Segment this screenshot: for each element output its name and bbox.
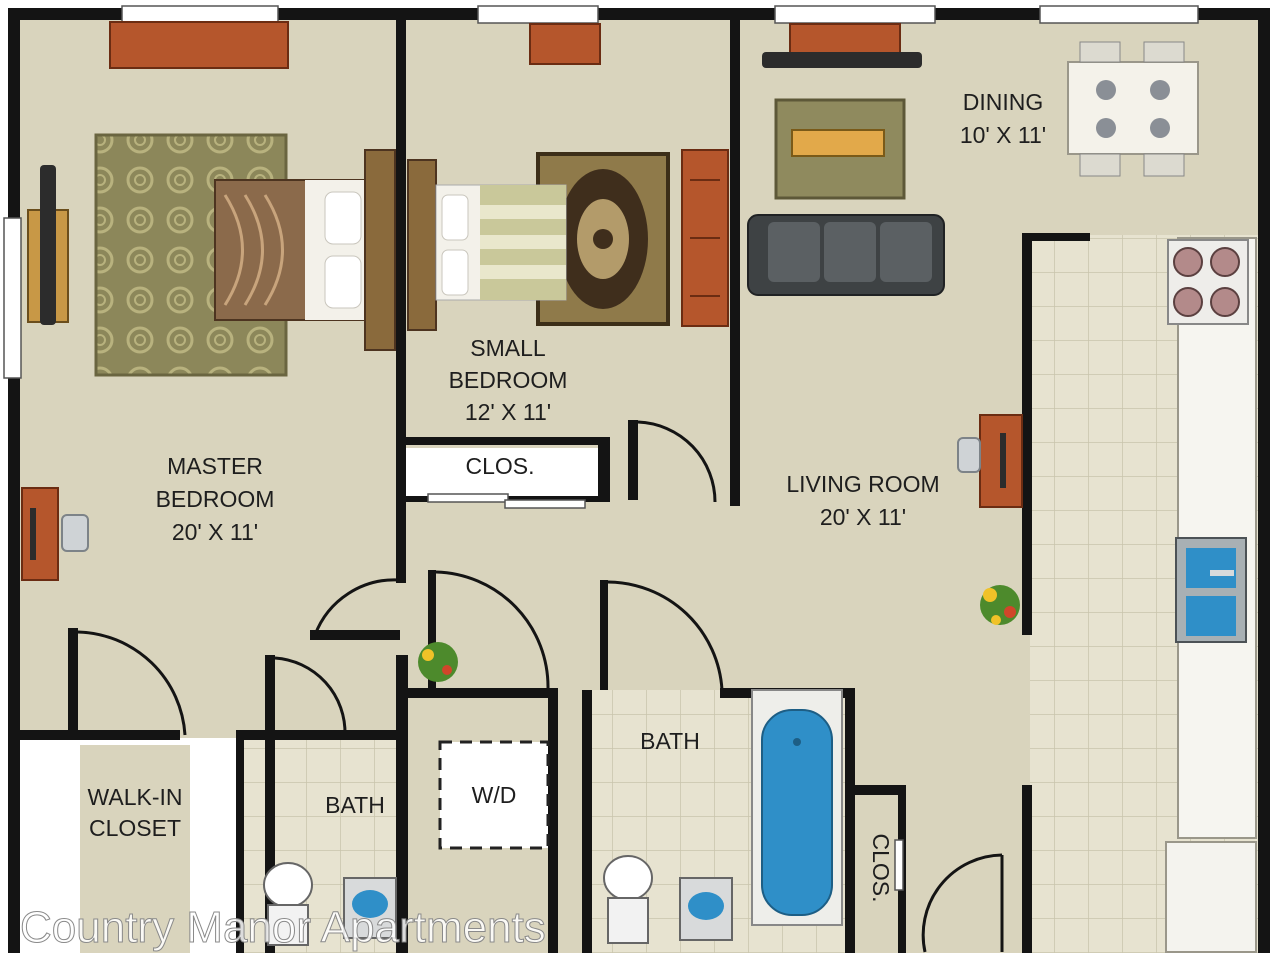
stove-icon [1167, 239, 1249, 325]
living-room-size: 20' X 11' [820, 504, 906, 530]
watermark: Country Manor Apartments [20, 903, 546, 952]
dining-table-icon [1067, 41, 1199, 177]
washer-dryer-space [438, 740, 550, 850]
hall-bath-label: BATH [640, 728, 700, 754]
window-icon [3, 5, 1199, 379]
small-closet-label: CLOS. [465, 453, 534, 479]
small-bedroom-label-line1: SMALL [470, 335, 546, 361]
bed-icon [214, 149, 396, 351]
walkin-closet-label-line2: CLOSET [89, 815, 181, 841]
dining-label: DINING [963, 89, 1044, 115]
living-room-label: LIVING ROOM [786, 471, 939, 497]
desk-icon [21, 487, 89, 581]
fridge [1165, 841, 1257, 953]
hall-closet-label: CLOS. [868, 833, 894, 902]
desk-icon [957, 414, 1023, 508]
dresser-icon [529, 23, 601, 65]
master-bedroom-label-line1: MASTER [167, 453, 263, 479]
walkin-closet-label-line1: WALK-IN [88, 784, 183, 810]
tv-icon [27, 165, 69, 325]
laundry-label: W/D [472, 782, 517, 808]
tv-icon [762, 23, 922, 68]
room-labels: MASTER BEDROOM 20' X 11' SMALL BEDROOM 1… [88, 89, 1047, 903]
toilet-icon [263, 855, 653, 946]
master-bedroom-label-line2: BEDROOM [156, 486, 275, 512]
master-bedroom-size: 20' X 11' [172, 519, 258, 545]
sink-icon [343, 877, 733, 941]
sink-icon [1175, 537, 1247, 643]
bathtub-icon [751, 689, 843, 926]
plant-icon [980, 585, 1020, 625]
plant-icon [418, 642, 458, 682]
sofa-icon [747, 214, 945, 296]
small-closet-floor [405, 448, 605, 496]
dining-size: 10' X 11' [960, 122, 1046, 148]
rug-icon [774, 98, 906, 200]
dresser-icon [109, 21, 289, 69]
dresser-icon [681, 149, 729, 327]
closet-door-icon [427, 493, 904, 891]
master-bath-label: BATH [325, 792, 385, 818]
small-bedroom-label-line2: BEDROOM [449, 367, 568, 393]
small-bedroom-size: 12' X 11' [465, 399, 551, 425]
bed-icon [407, 159, 567, 331]
door-swing-icon [77, 420, 1004, 953]
rug-icon [94, 133, 288, 377]
walkin-closet-inner [80, 745, 190, 953]
